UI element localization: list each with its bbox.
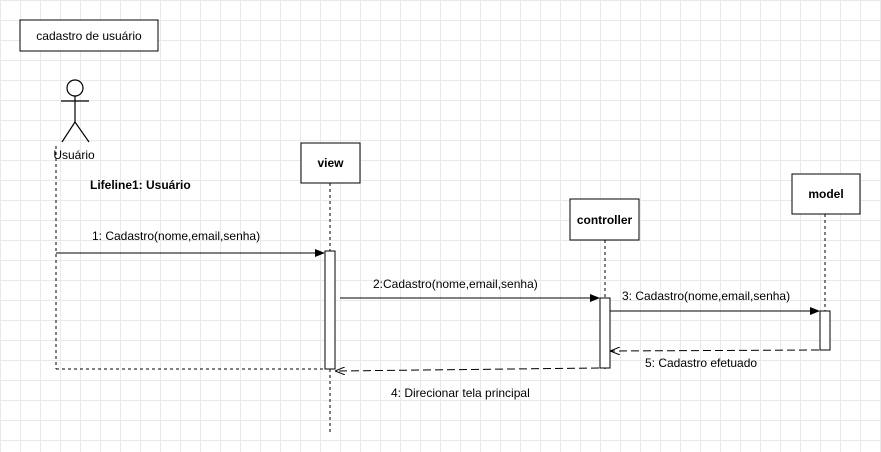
model-activation [819, 310, 831, 351]
participant-controller[interactable]: controller [569, 198, 640, 241]
message-4-label: 4: Direcionar tela principal [391, 386, 530, 400]
actor-name: Usuário [53, 148, 95, 162]
participant-controller-label: controller [577, 213, 633, 227]
message-2-label: 2:Cadastro(nome,email,senha) [373, 277, 538, 291]
participant-view-label: view [317, 156, 344, 170]
title-text: cadastro de usuário [36, 29, 142, 43]
title-box[interactable]: cadastro de usuário [19, 19, 159, 52]
message-5-arrow [611, 350, 820, 351]
controller-activation [599, 297, 611, 369]
actor-lifeline-label: Lifeline1: Usuário [90, 178, 191, 192]
message-4-arrow [336, 368, 600, 371]
participant-model[interactable]: model [791, 173, 861, 215]
message-5-label: 5: Cadastro efetuado [645, 356, 757, 370]
actor-usuario[interactable]: Usuário [53, 79, 95, 162]
participant-view[interactable]: view [300, 142, 361, 184]
message-1-label: 1: Cadastro(nome,email,senha) [92, 229, 260, 243]
actor-head [66, 79, 84, 97]
participant-model-label: model [808, 187, 843, 201]
view-activation [324, 250, 336, 370]
message-3-label: 3: Cadastro(nome,email,senha) [622, 289, 790, 303]
